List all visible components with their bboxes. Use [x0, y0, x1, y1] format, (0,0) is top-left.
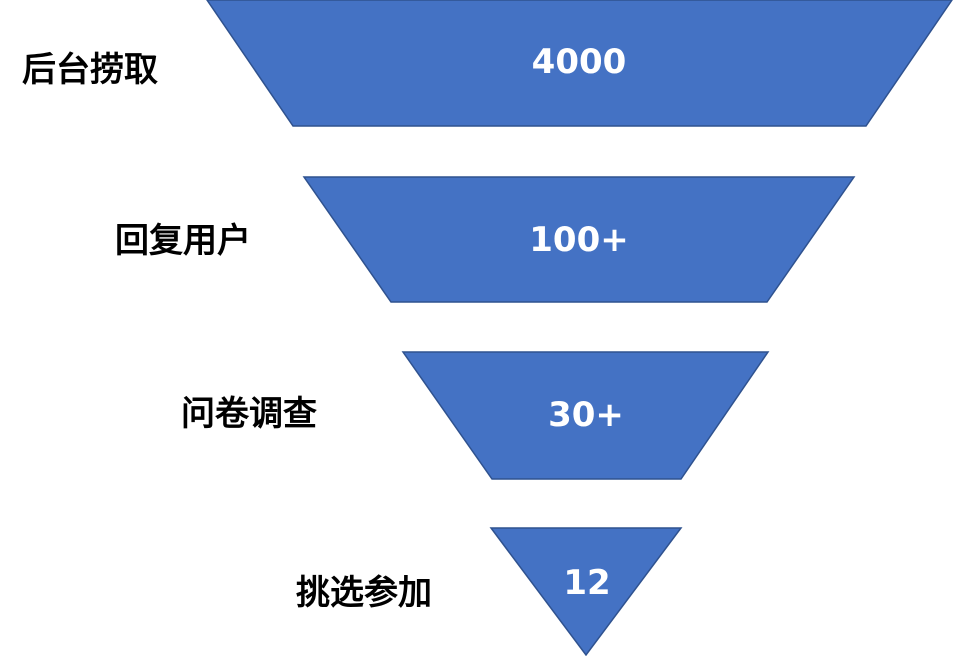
funnel-stage-3-label: 问卷调查	[181, 394, 317, 434]
funnel-stage-2-shape	[302, 176, 856, 303]
funnel-stage-1-label: 后台捞取	[22, 50, 158, 90]
funnel-stage-3-shape	[401, 351, 770, 480]
funnel-stage-4-label: 挑选参加	[296, 573, 432, 613]
funnel-stage-2-label: 回复用户	[115, 221, 251, 261]
funnel-stage-1-value: 4000	[532, 42, 627, 82]
funnel-stage-4-value: 12	[563, 563, 610, 603]
funnel-stage-3-value: 30+	[548, 395, 624, 435]
funnel-stage-1-shape	[206, 0, 953, 127]
funnel-stage-2-value: 100+	[529, 220, 628, 260]
funnel-stage-4-shape	[489, 527, 683, 656]
